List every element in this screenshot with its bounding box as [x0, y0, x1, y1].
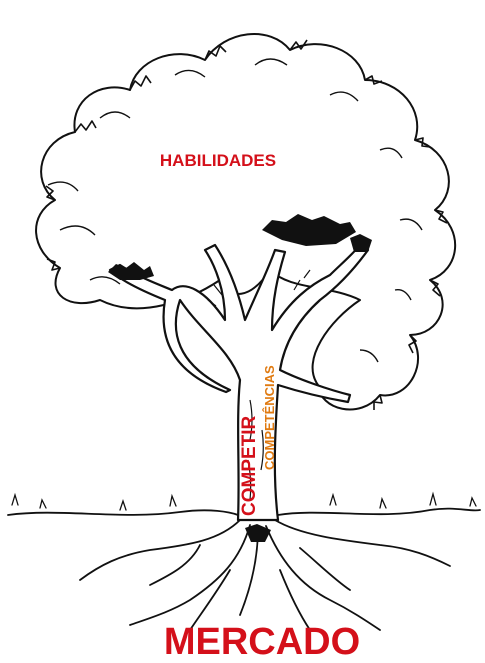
label-mercado: MERCADO [164, 621, 360, 663]
label-habilidades: HABILIDADES [160, 151, 276, 170]
label-competir: COMPETIR [239, 415, 260, 516]
label-competencias: COMPETÊNCIAS [262, 365, 277, 470]
